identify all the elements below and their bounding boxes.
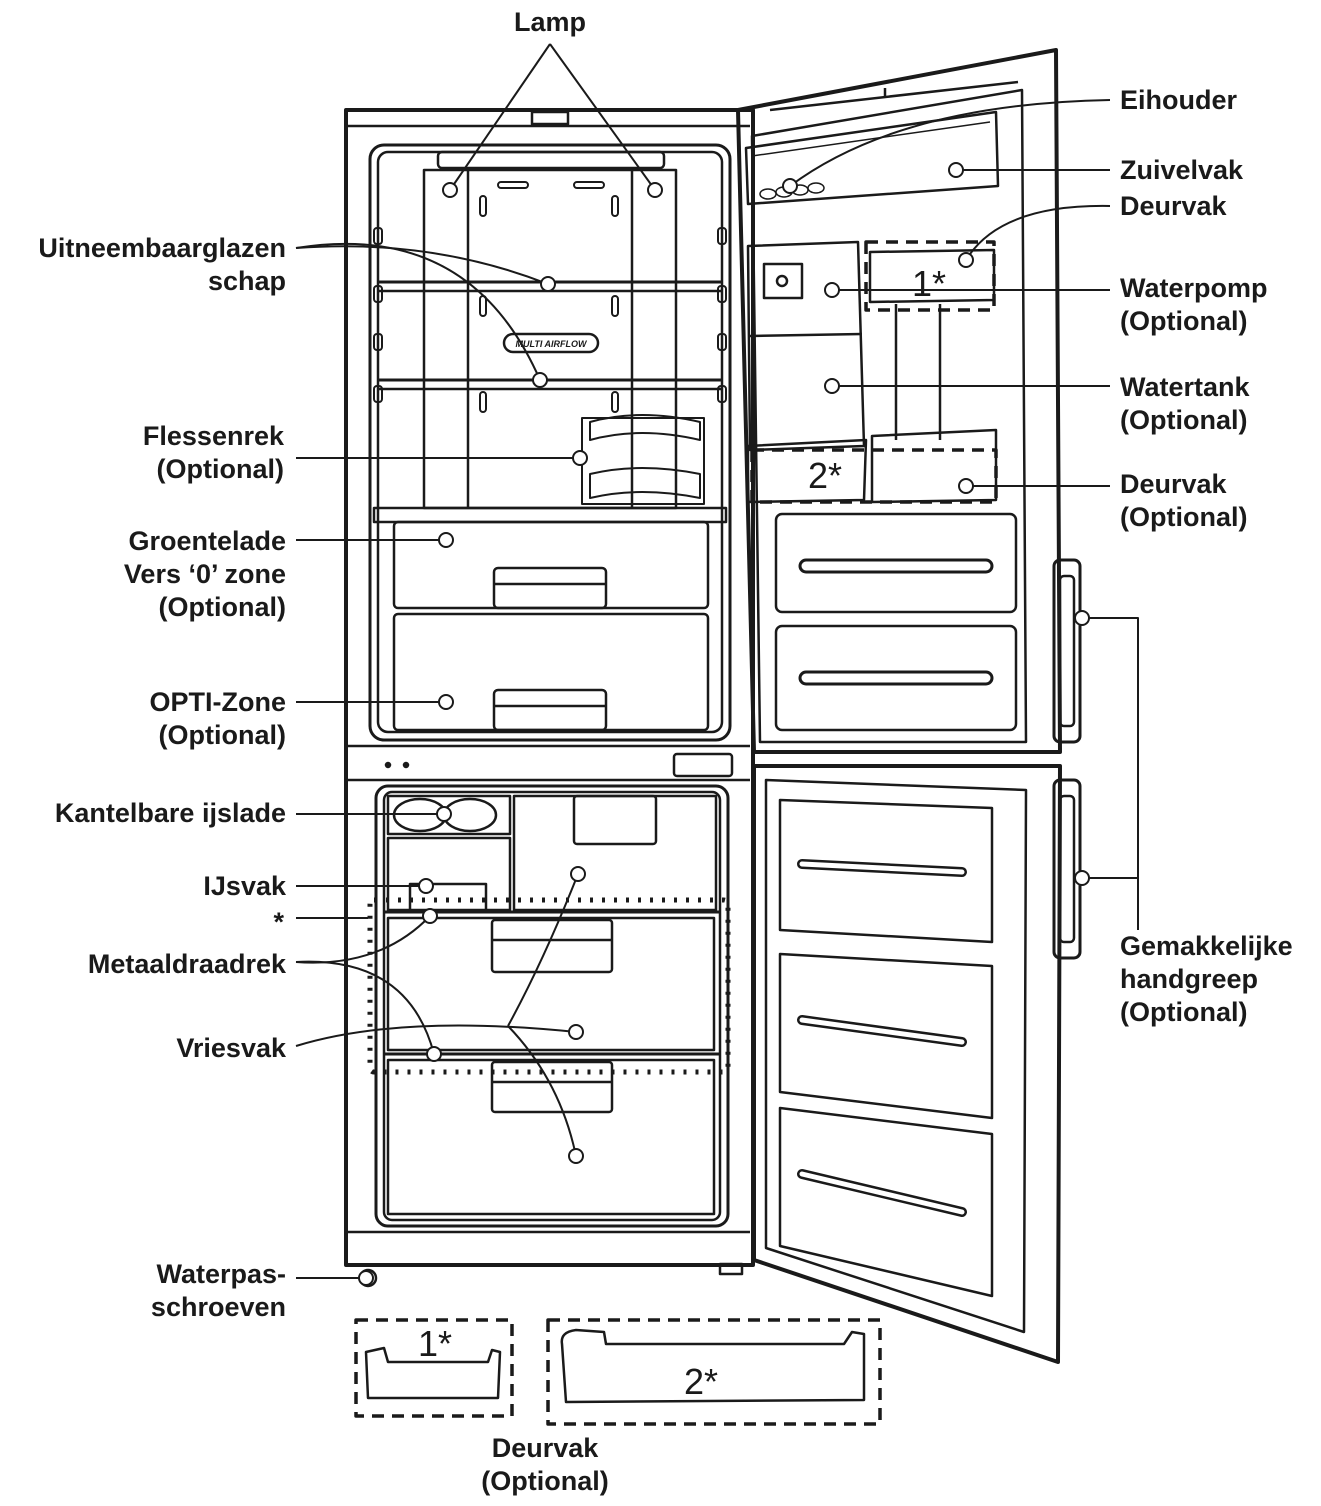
label-ijslade: Kantelbare ijslade [54,798,286,828]
label-waterpas: Waterpas- schroeven [150,1259,286,1322]
marker-1-door: 1* [912,263,946,304]
label-deurvak-bottom: Deurvak (Optional) [481,1433,609,1496]
label-zuivelvak: Zuivelvak [1120,155,1244,185]
label-vriesvak: Vriesvak [176,1033,286,1063]
label-ijsvak: IJsvak [203,871,286,901]
marker-2-door: 2* [808,455,842,496]
marker-2-bin: 2* [684,1361,718,1402]
label-flessenrek: Flessenrek (Optional) [142,421,284,484]
lower-door [752,764,1082,1364]
label-opti-zone: OPTI-Zone (Optional) [149,687,287,750]
label-waterpomp: Waterpomp (Optional) [1120,273,1268,336]
leader-lines [295,43,1139,1279]
label-glass-shelf: Uitneembaarglazen schap [38,233,286,296]
label-groentelade: Groentelade Vers ‘0’ zone (Optional) [123,526,286,622]
label-metaaldraadrek: Metaaldraadrek [87,949,286,979]
label-watertank: Watertank (Optional) [1120,372,1250,435]
label-handgreep: Gemakkelijke handgreep (Optional) [1120,931,1293,1027]
optional-boxes [354,240,998,1426]
marker-1-bin: 1* [418,1323,452,1364]
callout-dots [358,162,1090,1286]
upper-door [736,48,1082,754]
loose-door-bins [364,1328,866,1404]
label-eihouder: Eihouder [1120,85,1238,115]
label-deurvak-top: Deurvak [1120,191,1227,221]
label-asterisk: * [273,907,284,937]
label-deurvak-mid: Deurvak (Optional) [1120,469,1248,532]
label-lamp: Lamp [513,7,586,37]
multi-airflow-badge: MULTI AIRFLOW [516,339,588,349]
